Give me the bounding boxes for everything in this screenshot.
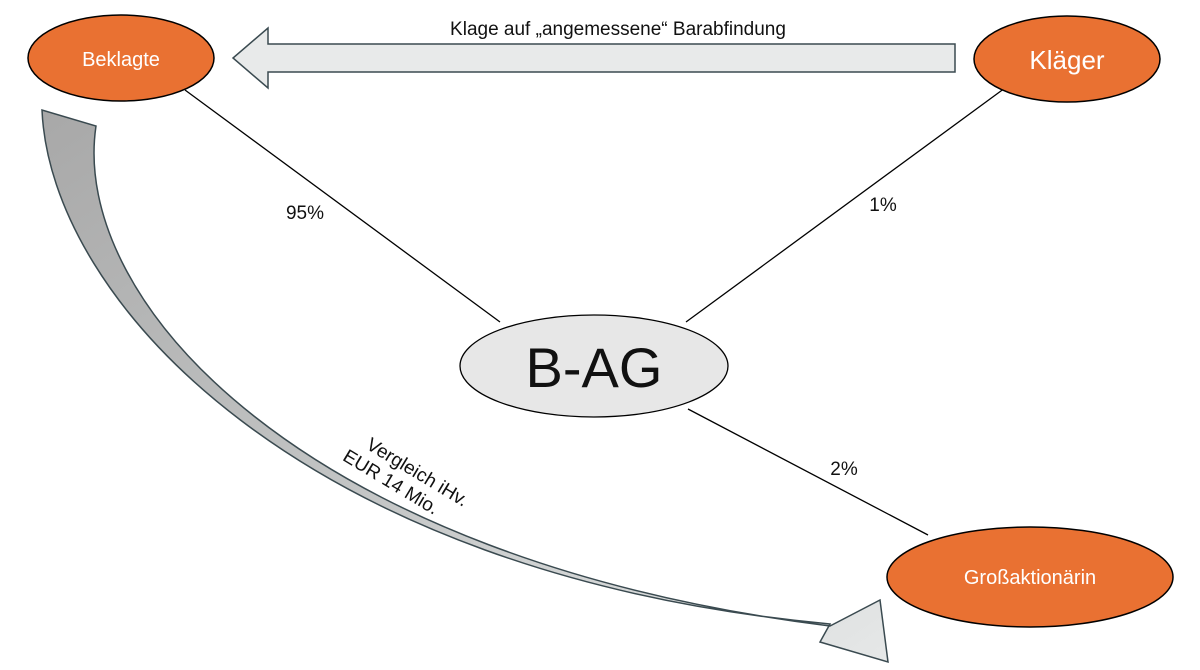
line-klaeger-company: [685, 87, 1006, 323]
node-company: [459, 314, 729, 418]
line-company-grossaktionaerin: [687, 408, 929, 536]
node-klaeger-label: Kläger: [1029, 45, 1104, 75]
settlement-curved-arrow: [41, 108, 889, 664]
node-company-label: B-AG: [526, 336, 663, 399]
claim-arrow-label: Klage auf „angemessene“ Barabfindung: [450, 19, 786, 40]
node-beklagte: [27, 14, 215, 102]
edge-label-grossaktionaerin-share: 2%: [830, 459, 858, 480]
node-klaeger: [973, 15, 1161, 103]
node-grossaktionaerin: [886, 526, 1174, 628]
node-grossaktionaerin-label: Großaktionärin: [964, 567, 1096, 589]
line-beklagte-company: [184, 89, 501, 323]
edge-label-klaeger-share: 1%: [869, 195, 897, 216]
claim-arrow: [231, 26, 956, 90]
edge-label-beklagte-share: 95%: [286, 203, 324, 224]
node-beklagte-label: Beklagte: [82, 49, 160, 71]
